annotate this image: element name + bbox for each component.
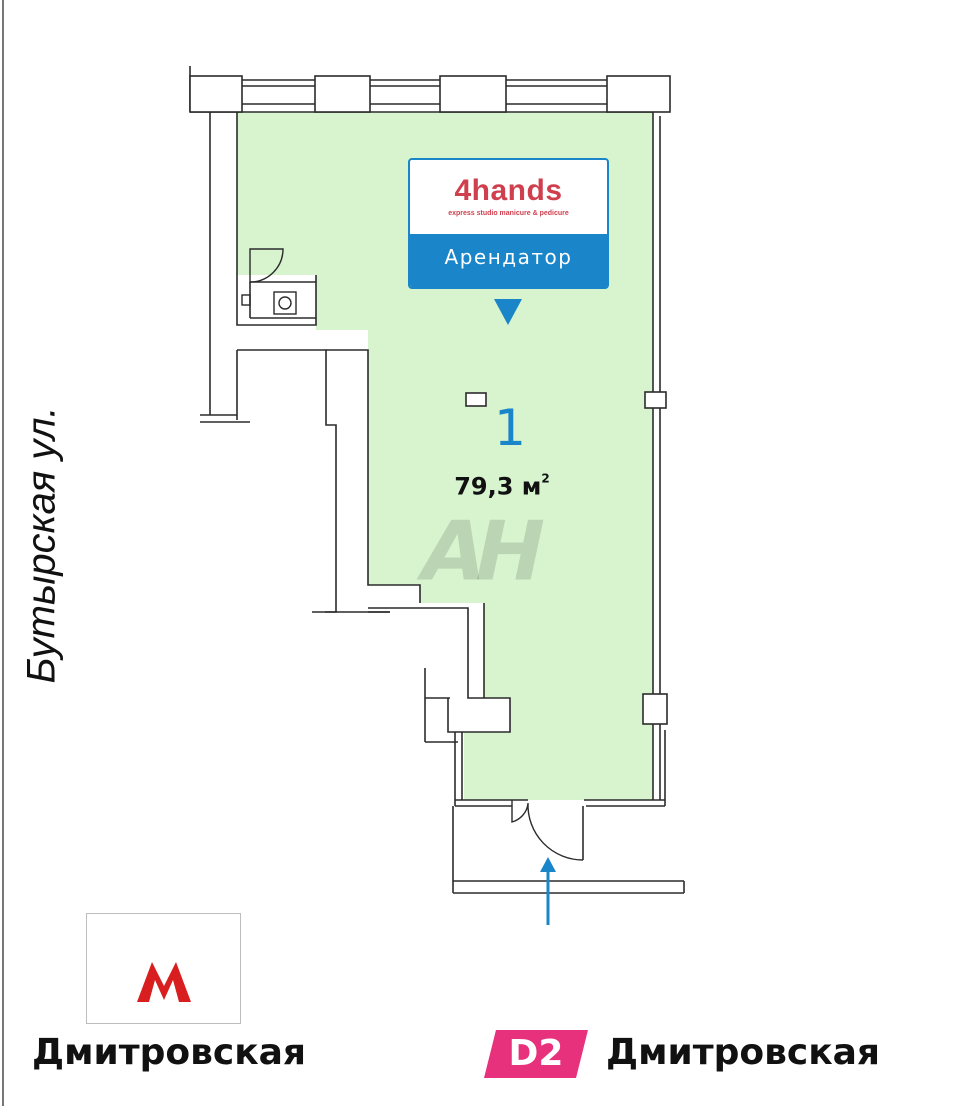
room-area-unit-superscript: 2 (541, 471, 550, 486)
entrance-doors (511, 800, 584, 861)
windows (189, 75, 671, 725)
wc-fixtures (241, 248, 297, 315)
tenant-card: 4hands express studio manicure & pedicur… (408, 158, 609, 289)
metro-logo-box (86, 913, 241, 1024)
entrance-arrow-icon (540, 857, 556, 925)
brand-tagline: express studio manicure & pedicure (448, 210, 569, 217)
d2-station-name: Дмитровская (606, 1032, 881, 1073)
watermark: АН (411, 504, 545, 600)
tenant-label: Арендатор (410, 234, 607, 287)
street-name: Бутырская ул. (19, 406, 64, 684)
walls (189, 66, 685, 894)
metro-station-name: Дмитровская (32, 1032, 307, 1073)
room-number: 1 (494, 399, 526, 457)
tenant-pointer-icon (494, 299, 522, 325)
d2-badge-label: D2 (508, 1033, 564, 1074)
brand-name: 4hands (454, 174, 563, 207)
metro-m-icon (137, 962, 191, 1002)
room-area-value: 79,3 м (454, 472, 542, 501)
room-area: 79,3 м2 (454, 472, 550, 501)
